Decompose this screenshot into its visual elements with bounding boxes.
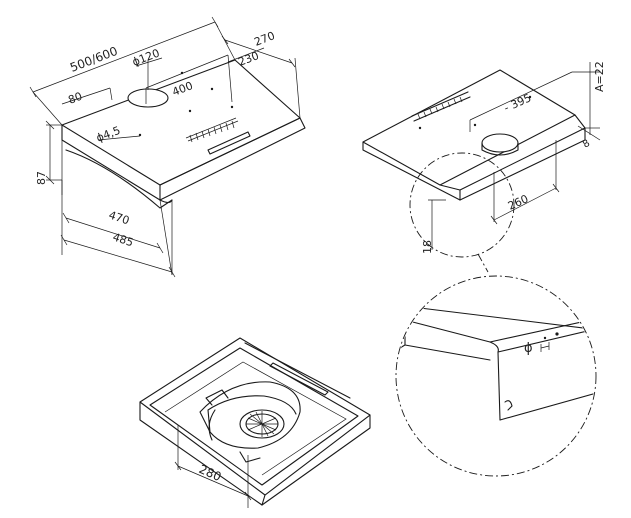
bottom-view: 280 — [139, 337, 371, 508]
fan-housing — [199, 381, 301, 463]
dim-280: 280 — [197, 462, 224, 484]
dim-400: 400 — [170, 79, 194, 99]
dim-485: 485 — [111, 230, 135, 249]
dim-18: 18 — [421, 240, 434, 254]
dim-270: 270 — [252, 29, 276, 49]
dim-87: 87 — [35, 171, 48, 185]
dim-395: - 395 — [502, 91, 533, 114]
dim-500-600: 500/600 — [68, 44, 120, 75]
dim-phi-120: ϕ120 — [130, 47, 161, 69]
exhaust-collar — [481, 133, 519, 153]
dim-8: 8 — [581, 138, 592, 151]
detail-phi-symbol: ϕ — [524, 341, 533, 356]
dim-80: 80 — [66, 90, 84, 107]
dim-230: 230 — [236, 49, 260, 69]
top-left-view: 500/600 270 230 400 ϕ120 80 ϕ4,5 87 470 — [29, 16, 306, 278]
dim-470: 470 — [107, 208, 131, 227]
dim-phi-4-5: ϕ4,5 — [94, 124, 122, 145]
detail-view: ϕ — [395, 275, 597, 477]
detail-circle — [395, 275, 597, 477]
vent-slots — [185, 117, 239, 143]
detail-marker-circle — [409, 152, 515, 258]
dim-260: 260 — [506, 192, 530, 212]
dim-a-22: A=22 — [593, 61, 606, 92]
top-right-view: - 395 A=22 8 260 18 — [362, 61, 606, 273]
exhaust-opening — [127, 88, 169, 108]
vent-slots-right — [417, 96, 463, 120]
